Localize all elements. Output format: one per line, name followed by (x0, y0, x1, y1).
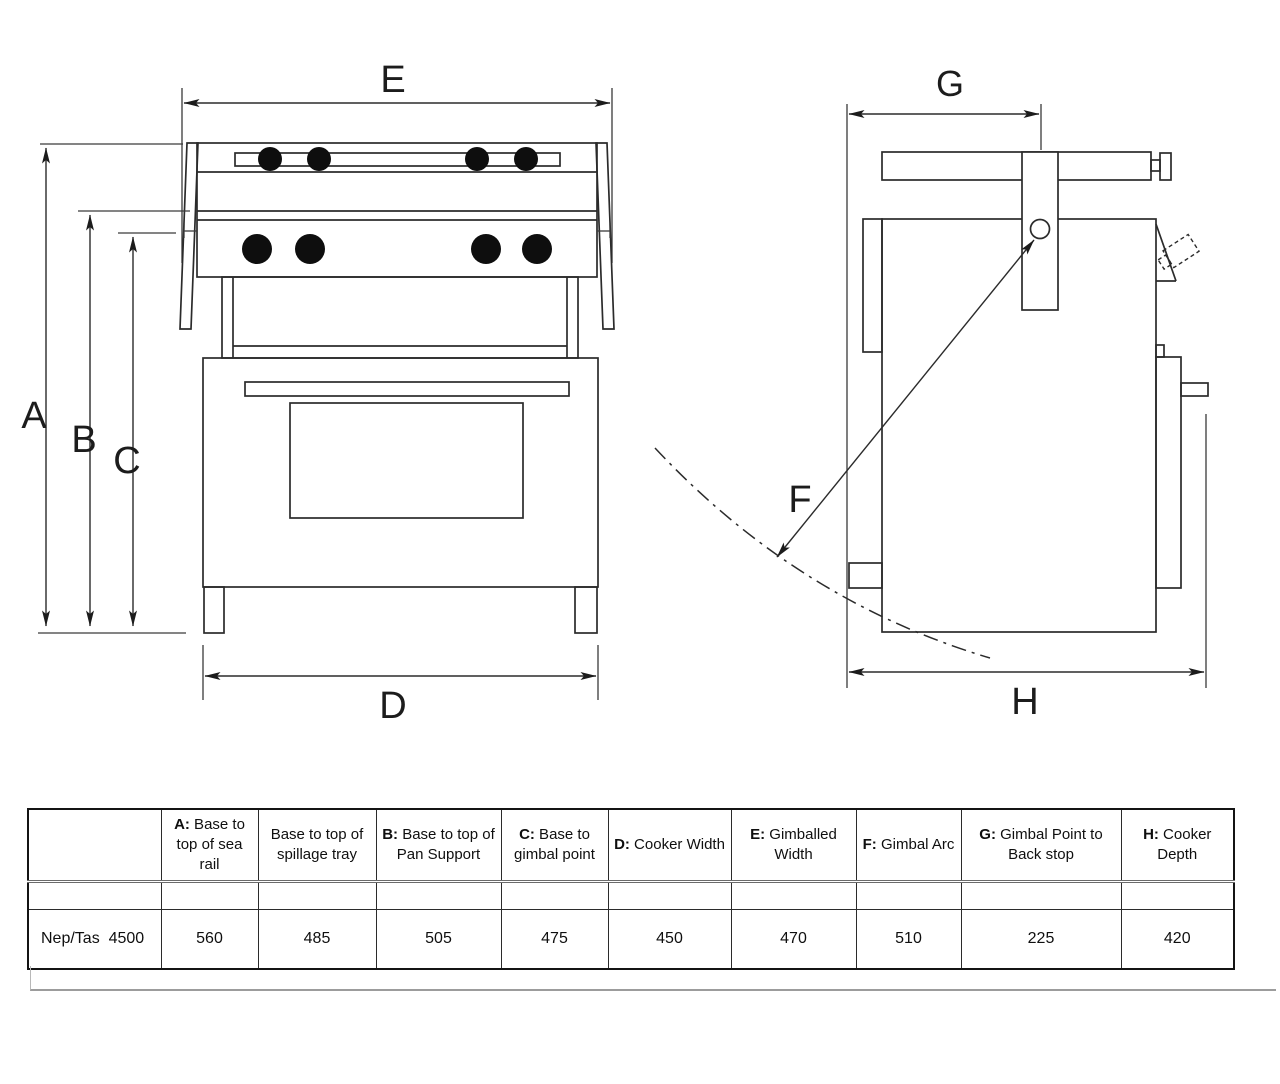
side-view-drawing: G F H (654, 63, 1209, 723)
spacer-cell (160, 881, 259, 910)
cooktop (179, 142, 615, 330)
burner-knob (522, 234, 552, 264)
dimension-label-b: B (71, 419, 96, 461)
gimbal-flange-right (595, 142, 615, 330)
pan-clamp (258, 147, 282, 171)
dimension-label-g: G (936, 63, 964, 104)
column-header-a: A: Base to top of sea rail (160, 808, 259, 883)
dimension-b: B (71, 210, 190, 627)
dimension-label-c: C (113, 440, 140, 482)
oven-body (202, 357, 599, 634)
column-header-spillage: Base to top of spillage tray (257, 808, 377, 883)
dimension-label-e: E (380, 59, 405, 101)
value-cell-c: 475 (500, 909, 609, 970)
value-cell-b: 505 (375, 909, 502, 970)
leg-right (574, 586, 598, 634)
sea-rail-side (881, 151, 1152, 181)
knob-shaft (1157, 254, 1173, 271)
back-panel-bar (1155, 356, 1182, 589)
leg-left (203, 586, 225, 634)
pan-clamp (465, 147, 489, 171)
value-cell-e: 470 (730, 909, 857, 970)
dimension-label-f: F (788, 479, 811, 521)
dimension-label-a: A (21, 395, 47, 437)
pan-clamp (307, 147, 331, 171)
knob-outline (1162, 233, 1200, 269)
header-row: A: Base to top of sea rail Base to top o… (27, 808, 1235, 883)
dimension-f: F (654, 239, 1035, 659)
column-header-b: B: Base to top of Pan Support (375, 808, 502, 883)
spacer-cell (500, 881, 609, 910)
value-cell-d: 450 (607, 909, 732, 970)
tilted-edge (1155, 223, 1177, 282)
gimbal-pivot-screw-left (183, 224, 197, 238)
dimensions-table: A: Base to top of sea rail Base to top o… (27, 808, 1235, 970)
technical-drawing: E (21, 59, 1209, 727)
burner-knob (295, 234, 325, 264)
spacer-cell (730, 881, 857, 910)
column-header-f: F: Gimbal Arc (855, 808, 962, 883)
model-name-cell: Nep/Tas 4500 (27, 909, 162, 970)
dimension-label-h: H (1011, 681, 1038, 723)
rail-end-connector (1150, 159, 1161, 172)
gimbal-pivot-screw-right (597, 224, 611, 238)
model-data-row: Nep/Tas 4500 560 485 505 475 450 470 510… (27, 909, 1235, 970)
column-header-g: G: Gimbal Point to Back stop (960, 808, 1122, 883)
value-cell-a: 560 (160, 909, 259, 970)
value-cell-f: 510 (855, 909, 962, 970)
value-cell-h: 420 (1120, 909, 1235, 970)
spacer-cell (375, 881, 502, 910)
backstop-plate (862, 218, 883, 353)
dimension-e: E (181, 59, 613, 263)
mounting-tab-left (848, 562, 883, 589)
value-cell-spillage: 485 (257, 909, 377, 970)
front-view-drawing: E (21, 59, 615, 727)
spacer-cell (855, 881, 962, 910)
gimbal-flange-left (179, 142, 199, 330)
dimension-c: C (113, 232, 176, 627)
spacer-cell (257, 881, 377, 910)
column-header-c: C: Base to gimbal point (500, 808, 609, 883)
spacer-cell (1120, 881, 1235, 910)
control-knob-dashed (1157, 233, 1200, 271)
dimension-a: A (21, 143, 183, 627)
spacer-cell (607, 881, 732, 910)
column-header-h: H: Cooker Depth (1120, 808, 1235, 883)
column-header-e: E: Gimballed Width (730, 808, 857, 883)
spacer-cell (27, 881, 162, 910)
gimbal-arc (654, 447, 991, 659)
rail-end-cap (1159, 152, 1172, 181)
grill-compartment (221, 276, 579, 359)
dimension-h: H (848, 414, 1207, 723)
burner-knob (471, 234, 501, 264)
gimbal-pivot (1029, 218, 1051, 240)
burner-knob (242, 234, 272, 264)
cooker-dimension-diagram: E (21, 59, 1209, 727)
pan-clamp (514, 147, 538, 171)
value-cell-g: 225 (960, 909, 1122, 970)
column-header-model (27, 808, 162, 883)
dimension-label-d: D (379, 685, 406, 727)
column-header-d: D: Cooker Width (607, 808, 732, 883)
spacer-row (27, 881, 1235, 910)
mounting-tab-right (1180, 382, 1209, 397)
content-frame-edge (30, 966, 1276, 991)
back-panel-notch (1155, 344, 1165, 358)
gimbal-radius-leader (776, 239, 1035, 558)
dimension-d: D (202, 645, 599, 727)
oven-front (202, 357, 599, 588)
cooker-body-side (881, 218, 1157, 633)
dimension-g: G (848, 63, 1042, 150)
oven-window (289, 402, 524, 519)
oven-handle (244, 381, 570, 397)
spacer-cell (960, 881, 1122, 910)
sea-rail (234, 152, 561, 167)
